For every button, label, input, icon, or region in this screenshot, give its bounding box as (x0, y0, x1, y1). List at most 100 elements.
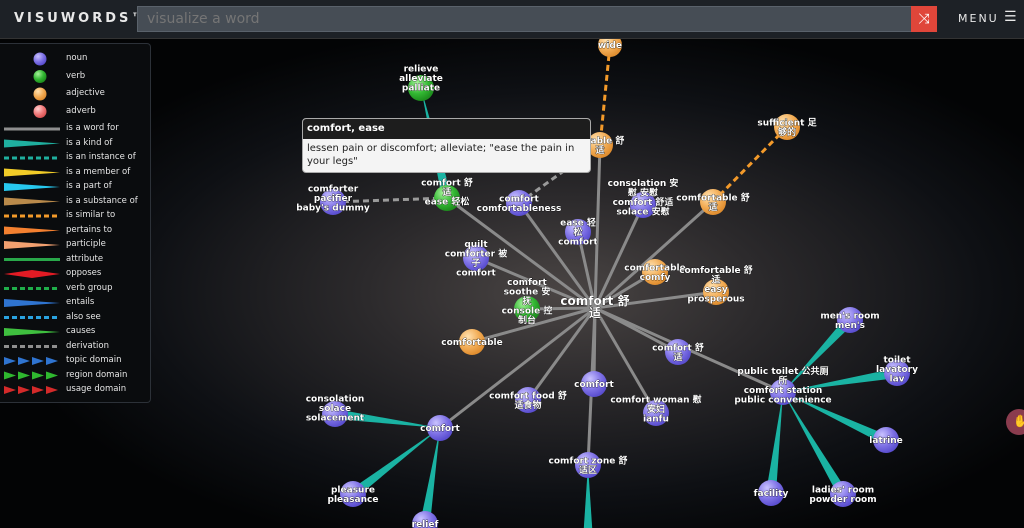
node-circle[interactable] (322, 401, 348, 427)
node-label: 适 (673, 351, 682, 363)
hamburger-icon[interactable]: ☰ (1004, 9, 1017, 25)
node-label: men's room (820, 311, 879, 321)
node-circle[interactable] (340, 481, 366, 507)
legend-edge-swatch (4, 357, 58, 365)
node-label: 制台 (518, 314, 536, 326)
node-circle[interactable] (630, 192, 656, 218)
node-circle[interactable] (873, 427, 899, 453)
node-circle[interactable] (575, 452, 601, 478)
node-comfortable-left[interactable]: comfortable (441, 329, 503, 355)
top-bar: VISUWORDS™ ⤨ MENU ☰ (0, 0, 1024, 39)
node-circle[interactable] (506, 190, 532, 216)
node-circle[interactable] (463, 245, 489, 271)
node-circle[interactable] (514, 296, 540, 322)
node-wide[interactable]: wide (598, 33, 622, 57)
node-label: prosperous (687, 294, 744, 304)
node-circle[interactable] (770, 379, 796, 405)
shuffle-button[interactable]: ⤨ (911, 6, 937, 32)
node-circle[interactable] (643, 400, 669, 426)
node-label: solace 安慰 (616, 205, 669, 217)
graph-nodes[interactable]: comfort 舒适 wide sufficient 足够的 relieveallev… (296, 33, 918, 528)
edge-kind-of (783, 392, 848, 497)
node-label: comforter 被 (445, 247, 508, 259)
node-label: 安妇 (647, 403, 665, 415)
node-comfort-zone[interactable]: comfort zone 舒适区 (548, 452, 628, 478)
node-facility[interactable]: facility (753, 480, 789, 506)
node-circle[interactable] (758, 480, 784, 506)
node-label: comfort food 舒 (489, 389, 567, 401)
node-circle[interactable] (642, 259, 668, 285)
node-comfort-noun-c[interactable]: comfort (574, 371, 615, 397)
node-label: latrine (869, 436, 903, 446)
node-circle[interactable] (830, 481, 856, 507)
node-label: pleasance (328, 495, 379, 505)
edge-word-for (593, 200, 715, 310)
node-circle[interactable] (581, 371, 607, 397)
node-circle[interactable] (434, 185, 460, 211)
legend-label: topic domain (66, 355, 122, 365)
node-latrine[interactable]: latrine (869, 427, 903, 453)
node-comfortable-right[interactable]: comfortable 舒适 (676, 189, 750, 215)
node-circle[interactable] (427, 415, 453, 441)
node-circle[interactable] (587, 132, 613, 158)
node-relief[interactable]: relief (411, 511, 439, 528)
node-label: 子 (471, 258, 480, 269)
node-circle[interactable] (565, 219, 591, 245)
node-label: 适 (711, 273, 720, 285)
edge-kind-of (420, 428, 440, 525)
edge-word-for (475, 256, 596, 310)
logo[interactable]: VISUWORDS™ (14, 11, 148, 26)
node-circle[interactable] (703, 279, 729, 305)
node-center[interactable]: comfort 舒适 (560, 293, 630, 321)
node-circle[interactable] (700, 189, 726, 215)
node-circle[interactable] (837, 307, 863, 333)
node-label: pacifier (314, 194, 353, 204)
node-label: relieve (404, 65, 439, 75)
node-label: comfort (456, 268, 496, 278)
node-circle[interactable] (665, 339, 691, 365)
node-circle[interactable] (598, 33, 622, 57)
node-label: easy (704, 285, 728, 295)
node-sufficient[interactable]: sufficient 足够的 (757, 114, 818, 140)
node-label: ianfu (643, 415, 669, 425)
edge-kind-of (334, 409, 440, 428)
node-circle[interactable] (774, 114, 800, 140)
edge-word-for (594, 290, 717, 310)
menu-button[interactable]: MENU (958, 12, 999, 25)
node-circle[interactable] (408, 75, 434, 101)
legend-label: adjective (66, 88, 105, 98)
node-comfort-noun-l[interactable]: comfort (420, 415, 461, 441)
node-comfort-noun-r[interactable]: comfort 舒适 (652, 339, 704, 365)
node-circle[interactable] (412, 511, 438, 528)
side-button[interactable]: ✋ (1006, 409, 1024, 435)
node-circle[interactable] (320, 189, 346, 215)
node-label: comfort station (744, 386, 823, 396)
node-label: 适 (595, 144, 604, 156)
edge-similar (711, 125, 789, 204)
shuffle-icon: ⤨ (918, 11, 930, 27)
node-circle[interactable] (459, 329, 485, 355)
node-circle[interactable] (515, 387, 541, 413)
node-label: public toilet 公共厕 (737, 365, 828, 377)
node-circle[interactable] (884, 360, 910, 386)
search-input[interactable] (137, 6, 937, 32)
